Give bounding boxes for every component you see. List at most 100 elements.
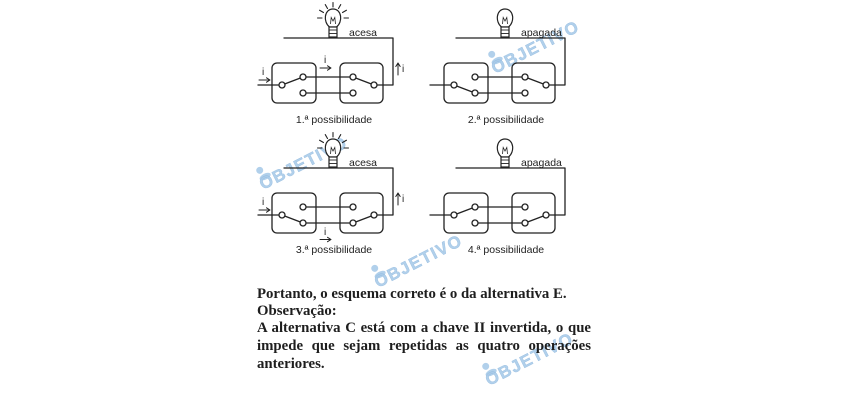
bulb-filament (502, 146, 508, 155)
switch-terminal (471, 89, 479, 97)
switch-box-2 (339, 192, 384, 234)
current-arrow-right-icon (319, 65, 332, 71)
current-arrow-right-icon (258, 207, 271, 213)
observation-title: Observação: (257, 303, 337, 319)
current-arrow-right-icon (258, 77, 271, 83)
light-ray (319, 9, 325, 14)
switch-terminal (278, 81, 286, 89)
observation-line: A alternativa C está com a chave II inve… (257, 320, 591, 336)
light-ray (341, 139, 347, 144)
current-label: i (262, 67, 264, 78)
switch-terminal (542, 211, 550, 219)
diagram-caption: 3.ª possibilidade (296, 244, 372, 256)
switch-2-lever (352, 214, 375, 224)
diagram-caption: 4.ª possibilidade (468, 244, 544, 256)
watermark-logo-body (374, 270, 386, 279)
watermark-logo-head (482, 362, 490, 370)
current-arrow-up-icon (395, 62, 401, 76)
watermark-logo-body (491, 56, 503, 65)
switch-terminal (370, 211, 378, 219)
switch-terminal (471, 73, 479, 81)
switch-terminal (471, 203, 479, 211)
light-ray (319, 139, 325, 144)
switch-terminal (299, 89, 307, 97)
switch-terminal (299, 203, 307, 211)
switch-1-lever (281, 214, 304, 224)
bulb-base (328, 156, 338, 168)
switch-terminal (521, 203, 529, 211)
bulb-filament (330, 146, 336, 155)
lamp-status-label: apagada (521, 27, 562, 39)
current-label: i (324, 227, 326, 238)
conclusion-text: Portanto, o esquema correto é o da alter… (257, 286, 567, 302)
switch-terminal (521, 89, 529, 97)
circuit-diagram-3: acesa 3.ª possibilidade i i i (257, 131, 404, 256)
circuit-diagram-4: apagada 4.ª possibilidade (429, 138, 566, 256)
light-bulb-icon (324, 138, 342, 168)
light-ray (324, 4, 329, 10)
bulb-globe (496, 138, 514, 158)
light-bulb-icon (496, 8, 514, 38)
switch-terminal (349, 73, 357, 81)
current-label: i (262, 197, 264, 208)
light-ray (341, 9, 347, 14)
observation-line: anteriores. (257, 356, 325, 372)
switch-terminal (450, 211, 458, 219)
bulb-globe (324, 138, 342, 158)
switch-terminal (521, 219, 529, 227)
switch-terminal (521, 73, 529, 81)
current-arrow-up-icon (395, 192, 401, 206)
watermark-logo-body (259, 172, 271, 181)
switch-terminal (349, 203, 357, 211)
light-rays (316, 131, 350, 149)
switch-terminal (542, 81, 550, 89)
switch-box-2 (339, 62, 384, 104)
switch-1-lever (453, 206, 476, 216)
light-bulb-icon (496, 138, 514, 168)
lamp-status-label: apagada (521, 157, 562, 169)
switch-terminal (349, 89, 357, 97)
switch-terminal (299, 219, 307, 227)
watermark-logo-head (371, 264, 379, 272)
switch-terminal (450, 81, 458, 89)
watermark-logo-head (488, 50, 496, 58)
light-ray (337, 134, 342, 140)
switch-2-lever (524, 76, 547, 86)
lamp-status-label: acesa (349, 157, 377, 169)
bulb-globe (496, 8, 514, 28)
bulb-base (328, 26, 338, 38)
switch-terminal (299, 73, 307, 81)
current-label: i (402, 194, 404, 205)
light-bulb-icon (324, 8, 342, 38)
bulb-filament (502, 16, 508, 25)
bulb-filament (330, 16, 336, 25)
bulb-base (500, 156, 510, 168)
observation-line: impede que sejam repetidas as quatro ope… (257, 338, 591, 354)
switch-box-2 (511, 62, 556, 104)
circuit-diagram-2: apagada 2.ª possibilidade (429, 8, 566, 126)
light-ray (324, 134, 329, 140)
switch-terminal (278, 211, 286, 219)
switch-box-1 (271, 62, 317, 104)
switch-terminal (471, 219, 479, 227)
switch-2-lever (352, 76, 375, 86)
switch-box-1 (271, 192, 317, 234)
diagram-caption: 2.ª possibilidade (468, 114, 544, 126)
switch-terminal (370, 81, 378, 89)
switch-box-2 (511, 192, 556, 234)
switch-2-lever (524, 214, 547, 224)
light-rays (316, 1, 350, 19)
bulb-base (500, 26, 510, 38)
watermark-logo-head (256, 166, 264, 174)
switch-1-lever (453, 84, 476, 94)
current-arrow-right-icon (319, 236, 332, 243)
switch-terminal (349, 219, 357, 227)
bulb-globe (324, 8, 342, 28)
lamp-status-label: acesa (349, 27, 377, 39)
diagram-caption: 1.ª possibilidade (296, 114, 372, 126)
switch-box-1 (443, 62, 489, 104)
switch-1-lever (281, 76, 304, 86)
switch-box-1 (443, 192, 489, 234)
